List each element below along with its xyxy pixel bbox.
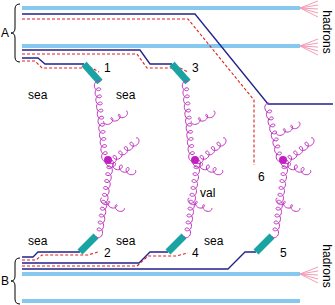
gluon — [104, 111, 128, 124]
bracket-label: B — [1, 274, 9, 288]
gluon — [276, 198, 300, 211]
gluon — [108, 138, 140, 164]
hadron-line — [22, 8, 300, 301]
parton-label: sea — [116, 88, 135, 102]
parton-label: sea — [204, 234, 223, 248]
parton-line — [22, 14, 333, 269]
gluon-lines — [94, 81, 314, 238]
vertex-dot — [104, 156, 287, 164]
callout-number: 2 — [104, 246, 111, 260]
parton-label: sea — [28, 88, 47, 102]
gluon — [265, 103, 283, 162]
callout-number: 3 — [192, 61, 199, 75]
gluon — [96, 159, 113, 238]
hadrons-label: hadrons — [320, 10, 334, 53]
gluon — [283, 138, 315, 164]
gluon — [184, 159, 201, 238]
gluon — [191, 111, 215, 124]
gluon — [188, 198, 212, 211]
gluon — [276, 122, 300, 135]
parton-label: sea — [28, 234, 47, 248]
gluon — [101, 198, 125, 211]
hadron-fan — [300, 1, 318, 283]
parton-bar — [80, 64, 272, 252]
gluon — [272, 159, 289, 238]
callout-number: 6 — [258, 170, 265, 184]
callout-number: 1 — [104, 61, 111, 75]
colour-flow-line — [22, 19, 254, 266]
parton-label: val — [200, 186, 215, 200]
gluon — [195, 138, 227, 164]
parton-label: sea — [116, 234, 135, 248]
callout-number: 4 — [192, 246, 199, 260]
hadrons-label: hadrons — [320, 244, 334, 287]
callout-number: 5 — [280, 246, 287, 260]
bracket-label: A — [1, 26, 9, 40]
gluon — [182, 81, 195, 162]
bracket — [11, 4, 20, 304]
gluon — [94, 81, 108, 162]
